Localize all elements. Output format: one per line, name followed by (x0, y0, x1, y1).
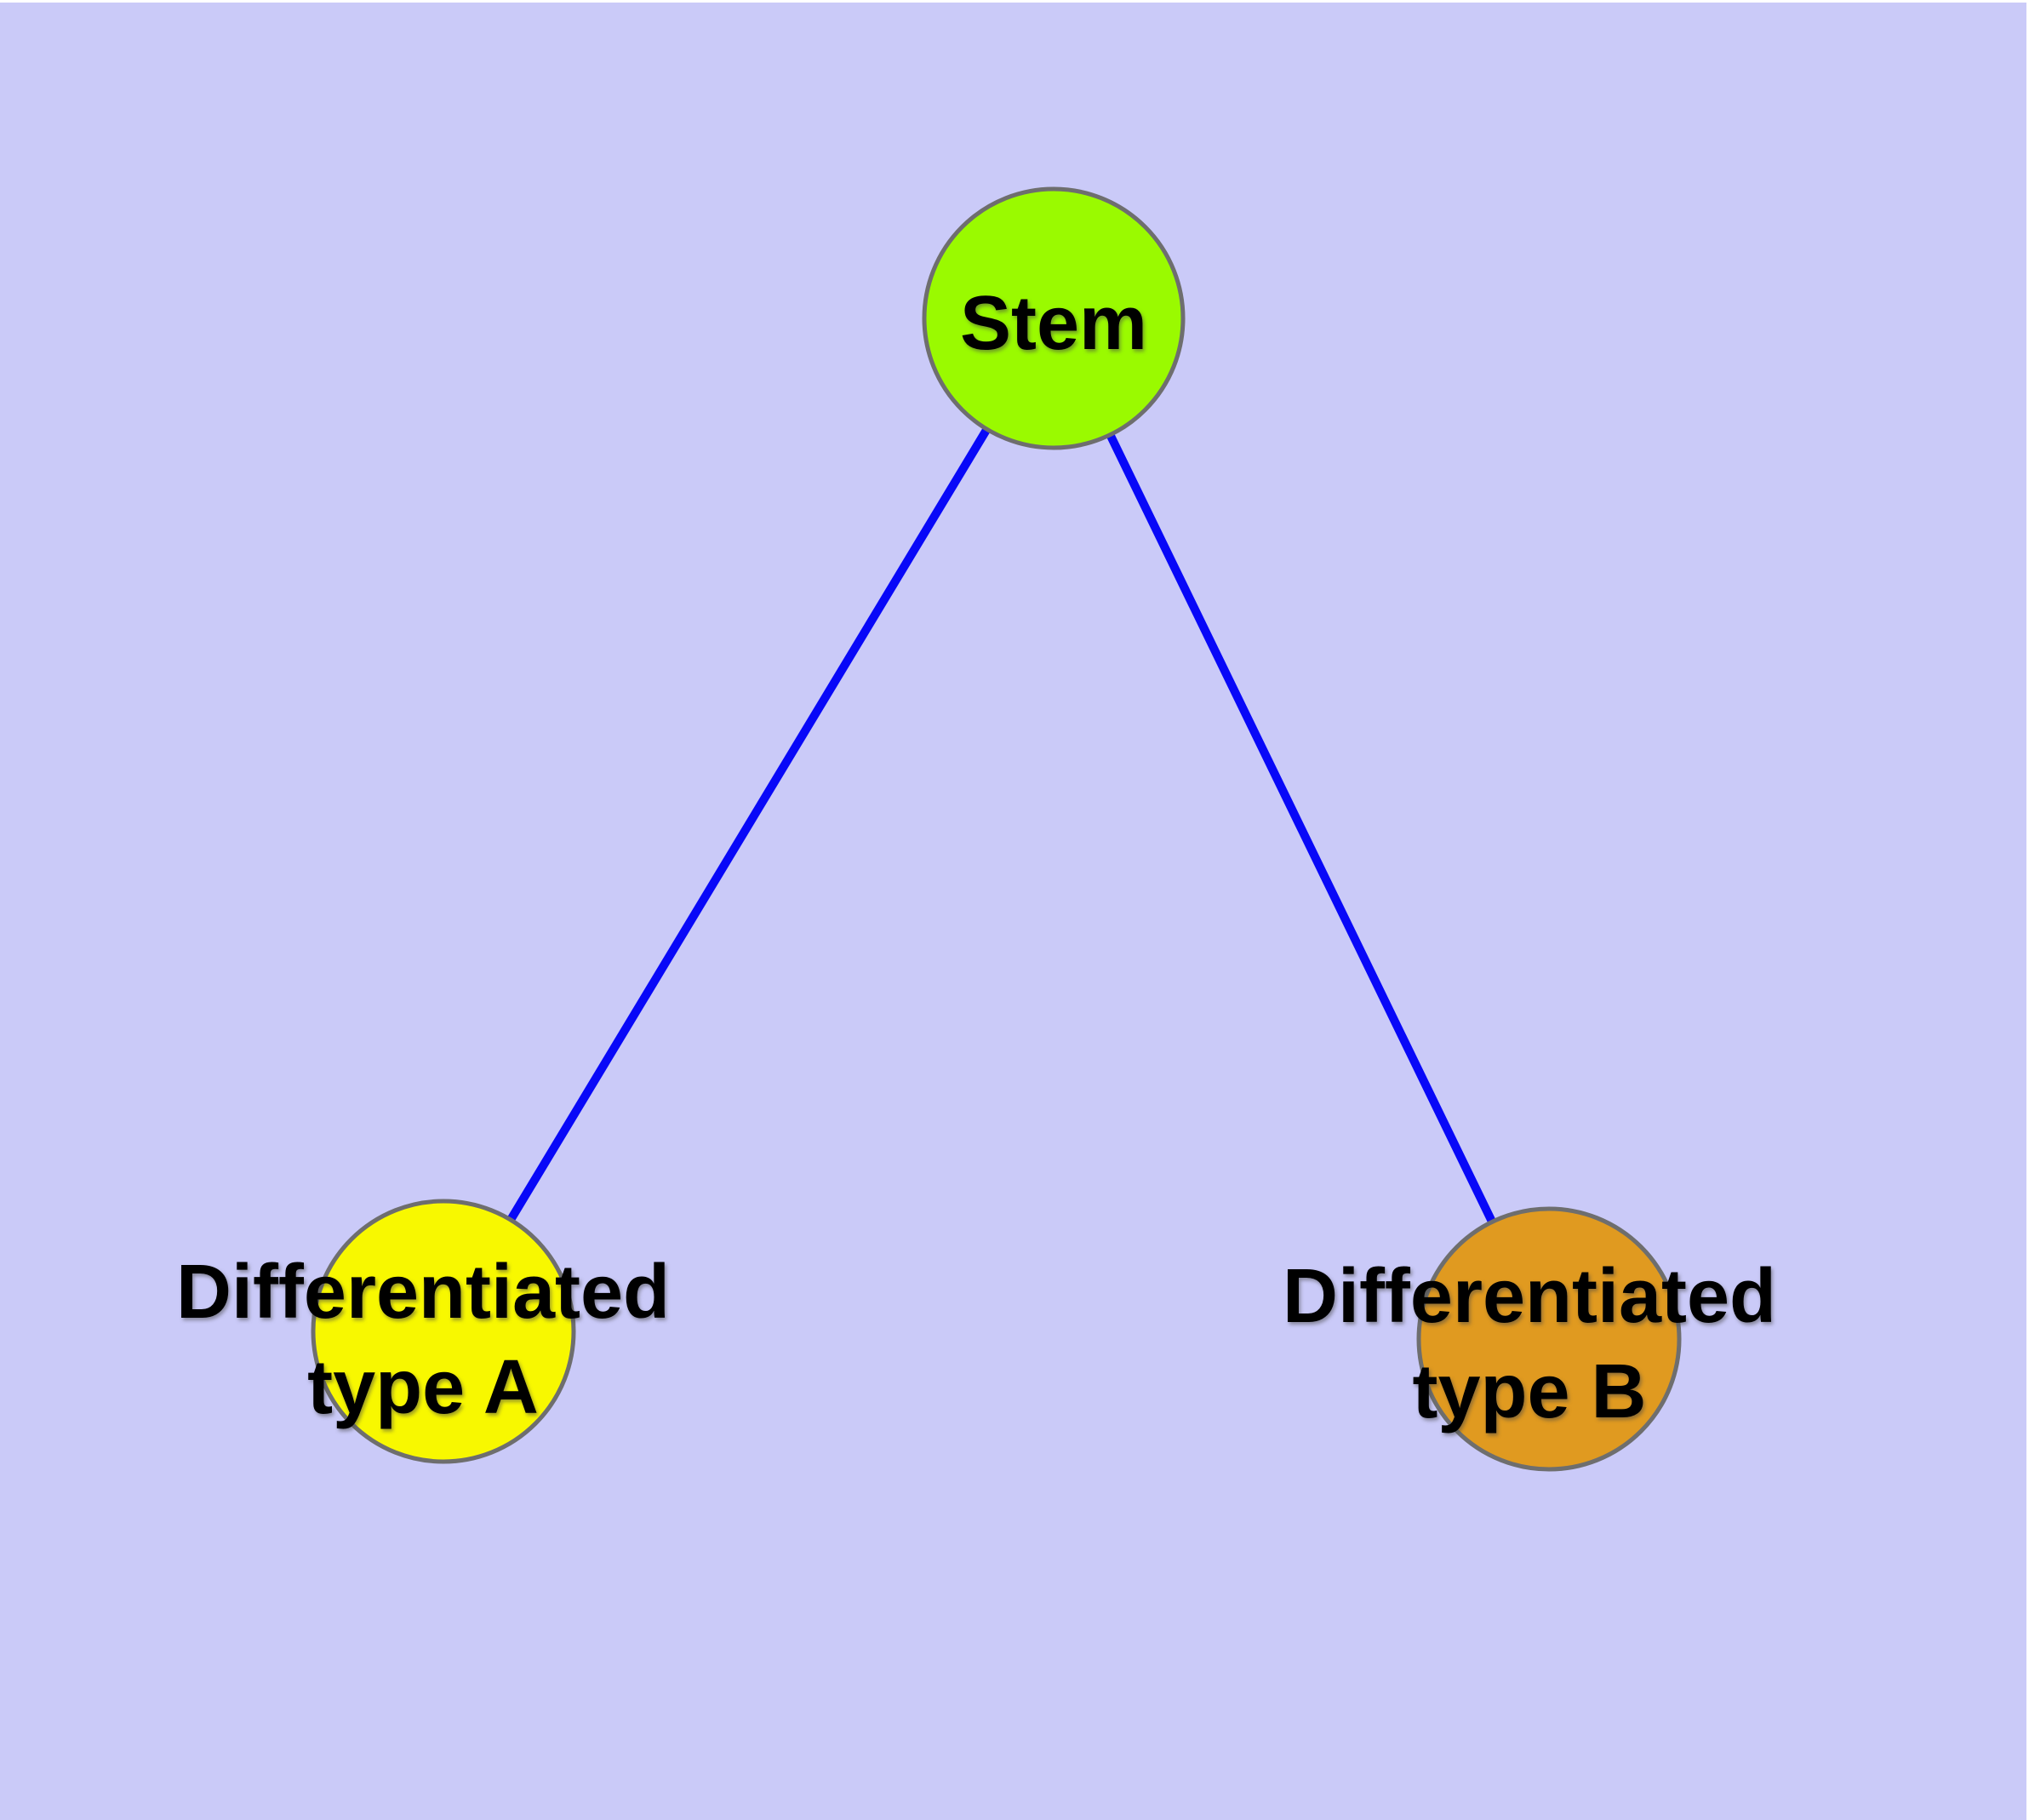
node-differentiated-type-a-circle (311, 1199, 576, 1464)
node-differentiated-type-b-label-line2: type B (1412, 1349, 1646, 1434)
node-differentiated-type-b-label-line1: Differentiated (1283, 1254, 1776, 1339)
node-stem-label: Stem (960, 281, 1147, 366)
edge-stem-to-typeA (439, 316, 1058, 1334)
edge-stem-to-typeB (1049, 316, 1553, 1342)
node-differentiated-type-a-label-line2: type A (307, 1345, 539, 1430)
node-stem-circle (922, 186, 1186, 450)
node-differentiated-type-b-circle (1416, 1206, 1682, 1472)
node-differentiated-type-a-label-line1: Differentiated (176, 1250, 670, 1335)
